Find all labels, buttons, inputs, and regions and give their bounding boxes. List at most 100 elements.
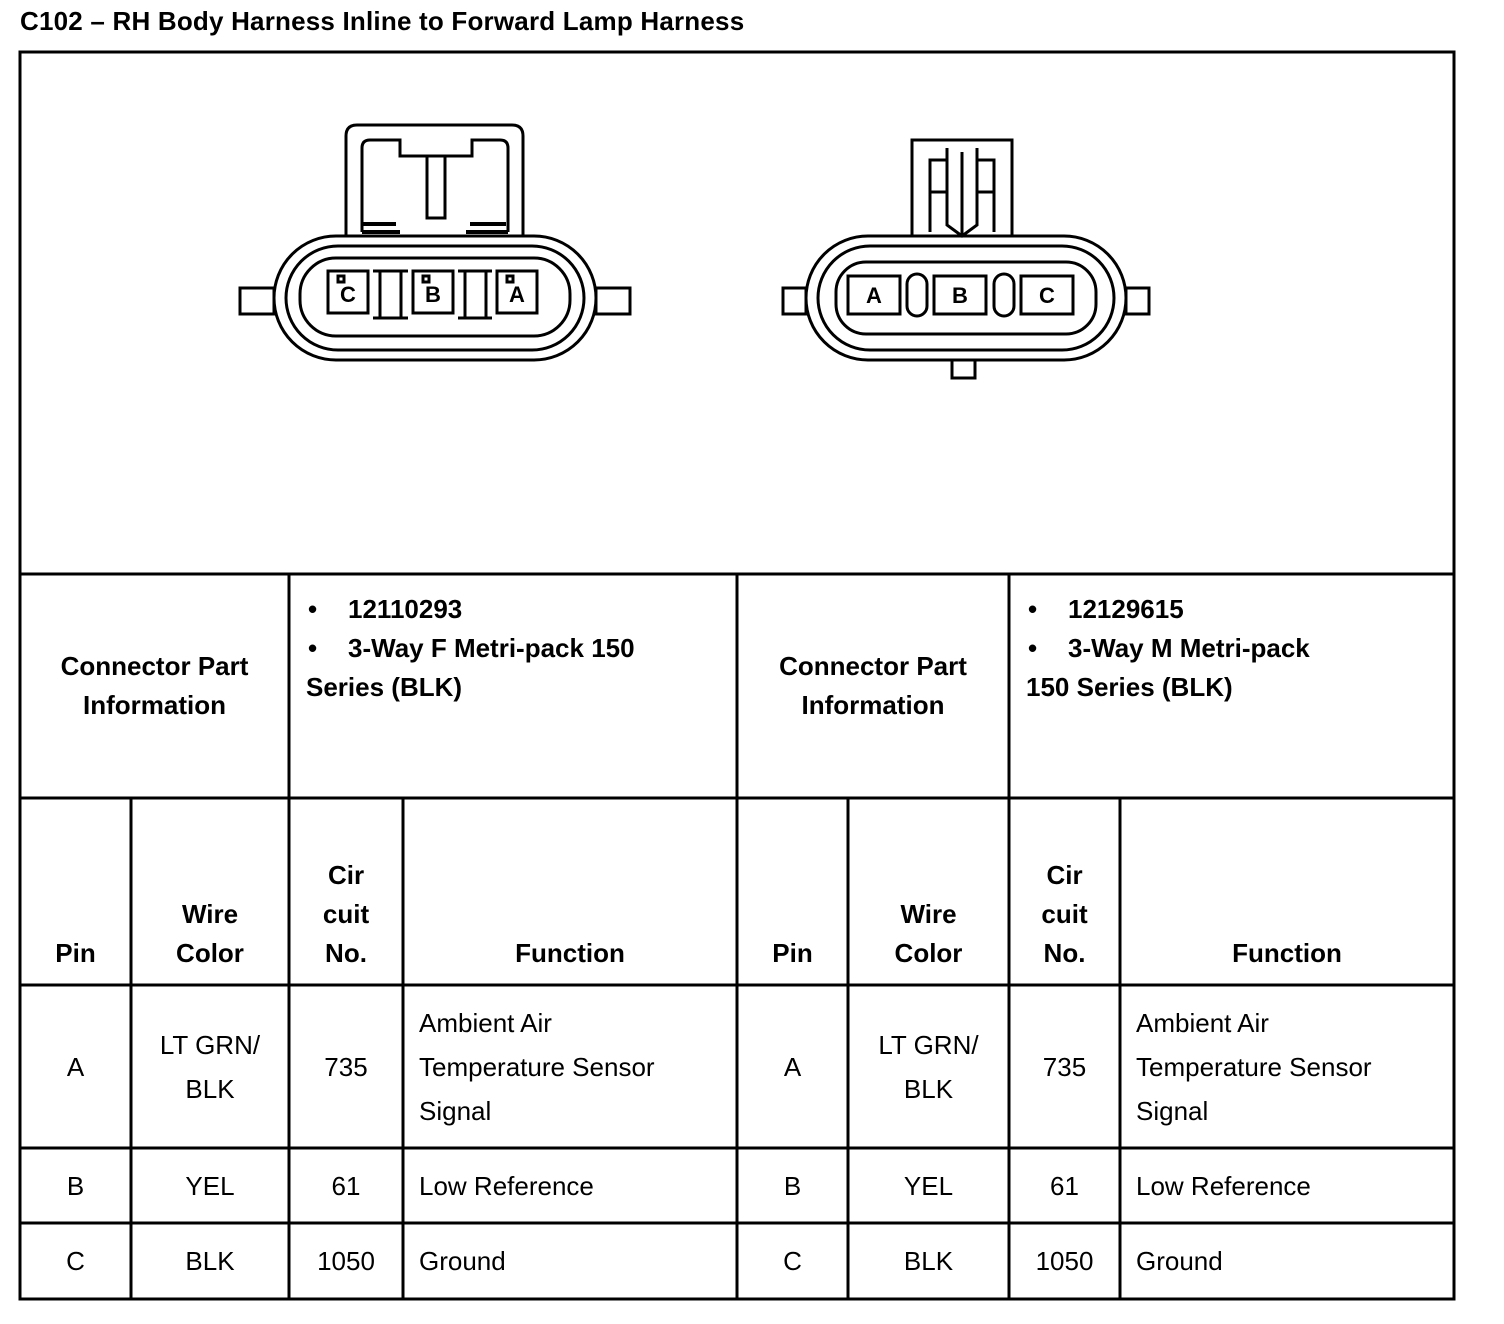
bullet: •: [308, 594, 318, 624]
cavity-label: A: [509, 282, 525, 307]
part-description: 3-Way F Metri-pack 150: [348, 633, 635, 663]
part-info-label-line: Connector Part: [779, 651, 967, 681]
pin-cell: B: [20, 1148, 131, 1223]
part-number: 12110293: [348, 594, 463, 624]
wire-color-value: BLK: [903, 1246, 954, 1276]
wire-color-value: BLK: [185, 1073, 235, 1104]
column-header-function: Function: [403, 798, 737, 985]
wire-color-value: LT GRN/: [159, 1029, 261, 1060]
bullet: •: [308, 633, 318, 663]
column-header-function: Function: [1120, 798, 1454, 985]
column-header-text: Cir: [327, 860, 365, 890]
column-header-text: cuit: [322, 899, 370, 929]
pin-cell: C: [737, 1223, 848, 1299]
pin-value: B: [783, 1170, 802, 1201]
part-info-label-left: Connector Part Information: [20, 574, 289, 798]
circuit-cell: 1050: [1009, 1223, 1120, 1299]
cavity-label: C: [340, 282, 356, 307]
column-header-text: cuit: [1041, 899, 1088, 929]
pin-value: A: [66, 1051, 85, 1082]
circuit-cell: 1050: [289, 1223, 403, 1299]
bullet: •: [1028, 633, 1038, 663]
circuit-value: 1050: [317, 1246, 375, 1276]
wire-color-cell: YEL: [131, 1148, 289, 1223]
wire-color-cell: LT GRN/BLK: [131, 985, 289, 1148]
circuit-cell: 61: [1009, 1148, 1120, 1223]
function-cell: Low Reference: [1120, 1148, 1454, 1223]
cavity-label: A: [866, 283, 882, 308]
circuit-value: 735: [1042, 1051, 1087, 1082]
circuit-value: 1050: [1035, 1246, 1094, 1276]
page-title: C102 – RH Body Harness Inline to Forward…: [20, 6, 745, 36]
wire-color-value: BLK: [903, 1073, 954, 1104]
bullet: •: [1028, 594, 1038, 624]
wire-color-value: LT GRN/: [878, 1029, 979, 1060]
function-value: Signal: [419, 1095, 492, 1126]
column-header-text: No.: [325, 938, 367, 968]
column-header-text: Function: [515, 938, 625, 968]
wire-color-cell: LT GRN/BLK: [848, 985, 1009, 1148]
function-value: Ground: [1136, 1246, 1223, 1276]
circuit-cell: 61: [289, 1148, 403, 1223]
part-number: 12129615: [1068, 594, 1184, 624]
cavity-label: B: [425, 282, 441, 307]
column-header-text: Color: [894, 938, 963, 968]
function-cell: Ground: [403, 1223, 737, 1299]
column-header-text: No.: [1043, 938, 1086, 968]
pin-value: C: [783, 1246, 802, 1276]
column-header-text: Pin: [772, 938, 813, 968]
column-header-text: Pin: [55, 938, 96, 968]
circuit-cell: 735: [289, 985, 403, 1148]
part-description-cont: Series (BLK): [306, 672, 463, 702]
cavity-label: B: [952, 283, 968, 308]
pin-value: A: [783, 1051, 802, 1082]
wire-color-value: YEL: [903, 1170, 954, 1201]
pin-cell: A: [20, 985, 131, 1148]
part-info-label-right: Connector Part Information: [737, 574, 1009, 798]
pin-cell: B: [737, 1148, 848, 1223]
function-value: Ambient Air: [1136, 1007, 1269, 1038]
male-connector-drawing: [781, 138, 1151, 380]
function-value: Low Reference: [1136, 1170, 1311, 1201]
wire-color-cell: BLK: [848, 1223, 1009, 1299]
column-header-text: Cir: [1046, 860, 1083, 890]
wire-color-cell: BLK: [131, 1223, 289, 1299]
function-value: Temperature Sensor: [419, 1051, 655, 1082]
circuit-value: 61: [331, 1170, 361, 1201]
function-value: Signal: [1136, 1095, 1209, 1126]
part-info-left: • 12110293 • 3-Way F Metri-pack 150 Series…: [306, 590, 726, 707]
function-value: Low Reference: [419, 1170, 594, 1201]
wire-color-value: BLK: [185, 1246, 235, 1276]
wire-color-cell: YEL: [848, 1148, 1009, 1223]
circuit-value: 735: [324, 1051, 368, 1082]
pin-cell: A: [737, 985, 848, 1148]
pin-value: B: [66, 1170, 85, 1201]
female-connector-drawing: [238, 123, 632, 362]
function-value: Ambient Air: [419, 1007, 552, 1038]
function-cell: Low Reference: [403, 1148, 737, 1223]
function-value: Temperature Sensor: [1136, 1051, 1372, 1082]
column-header-pin: Pin: [737, 798, 848, 985]
wire-color-value: YEL: [185, 1170, 235, 1201]
cavity-label: C: [1039, 283, 1055, 308]
column-header-text: Function: [1232, 938, 1342, 968]
part-info-label-line: Information: [83, 690, 226, 720]
function-cell: Ground: [1120, 1223, 1454, 1299]
column-header-text: Wire: [181, 899, 239, 929]
table-grid: [18, 50, 1456, 1301]
pin-cell: C: [20, 1223, 131, 1299]
part-description-cont: 150 Series (BLK): [1026, 672, 1233, 702]
part-info-label-line: Information: [801, 690, 945, 720]
circuit-cell: 735: [1009, 985, 1120, 1148]
column-header-pin: Pin: [20, 798, 131, 985]
function-value: Ground: [419, 1246, 506, 1276]
pin-value: C: [66, 1246, 85, 1276]
part-info-right: •12129615 •3-Way M Metri-pack 150 Series…: [1026, 590, 1446, 707]
